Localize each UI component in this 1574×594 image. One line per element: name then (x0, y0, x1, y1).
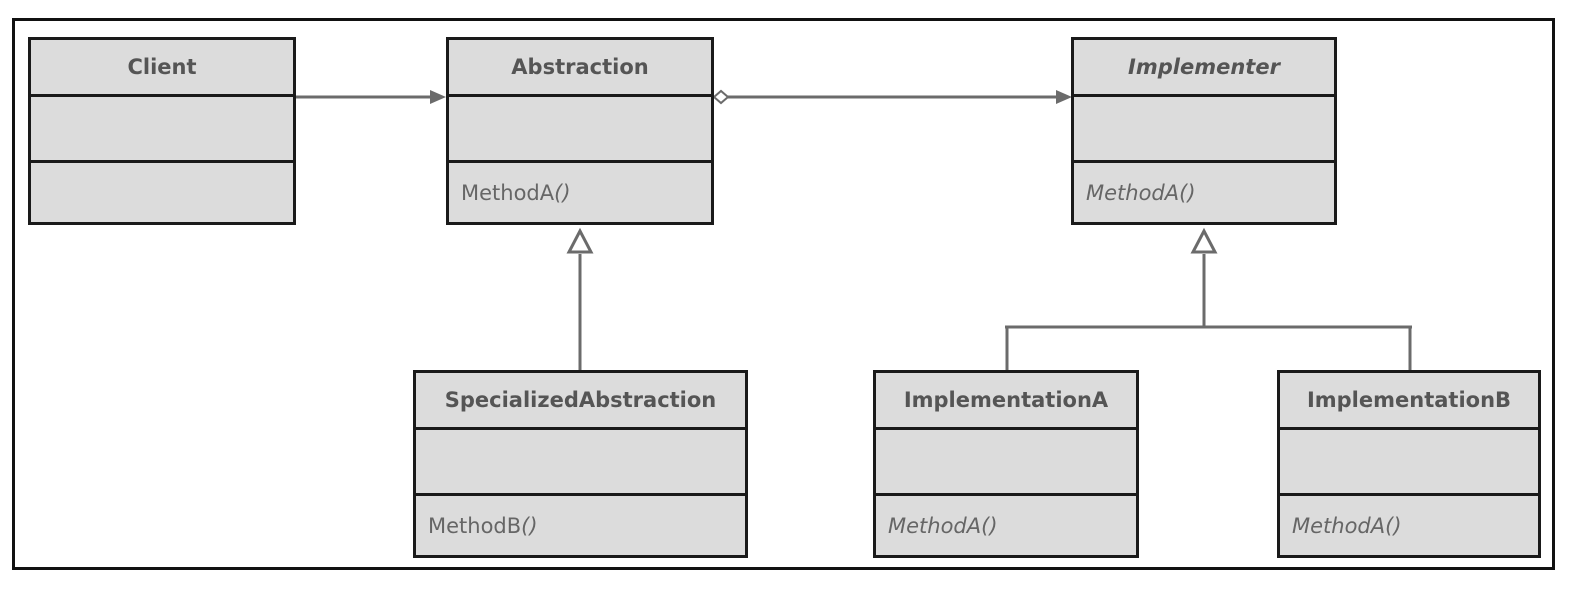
association-arrowhead (430, 90, 446, 104)
attributes-section (876, 427, 1136, 493)
class-name: SpecializedAbstraction (444, 388, 717, 412)
operations-section: MethodA() (449, 160, 711, 222)
operation-name: MethodA() (1292, 513, 1402, 538)
aggregation-diamond (712, 89, 730, 105)
class-implementer: Implementer MethodA() (1071, 37, 1337, 225)
operation-parens: () (521, 513, 538, 538)
class-name: Abstraction (511, 55, 649, 79)
attributes-section (1074, 94, 1334, 160)
attributes-section (31, 94, 293, 160)
operations-section: MethodA() (1280, 493, 1538, 555)
generalization-triangle (1190, 227, 1218, 254)
operation-parens: () (554, 180, 571, 205)
operation-name: MethodA() (888, 513, 998, 538)
class-name: Implementer (1128, 55, 1280, 79)
operation-name: MethodA (461, 180, 555, 205)
operations-section (31, 160, 293, 222)
operations-section: MethodA() (876, 493, 1136, 555)
operations-section: MethodB() (416, 493, 745, 555)
class-implementation-b: ImplementationB MethodA() (1277, 370, 1541, 558)
attributes-section (449, 94, 711, 160)
class-name: ImplementationA (903, 388, 1109, 412)
class-specialized-abstraction: SpecializedAbstraction MethodB() (413, 370, 748, 558)
class-client: Client (28, 37, 296, 225)
class-abstraction: Abstraction MethodA() (446, 37, 714, 225)
class-name: Client (127, 55, 197, 79)
class-name: ImplementationB (1306, 388, 1512, 412)
diagram-frame (12, 18, 1555, 570)
operation-name: MethodB (428, 513, 522, 538)
operations-section: MethodA() (1074, 160, 1334, 222)
attributes-section (416, 427, 745, 493)
operation-name: MethodA() (1086, 180, 1196, 205)
generalization-triangle (566, 227, 594, 254)
aggregation-arrowhead (1056, 90, 1072, 104)
class-implementation-a: ImplementationA MethodA() (873, 370, 1139, 558)
attributes-section (1280, 427, 1538, 493)
